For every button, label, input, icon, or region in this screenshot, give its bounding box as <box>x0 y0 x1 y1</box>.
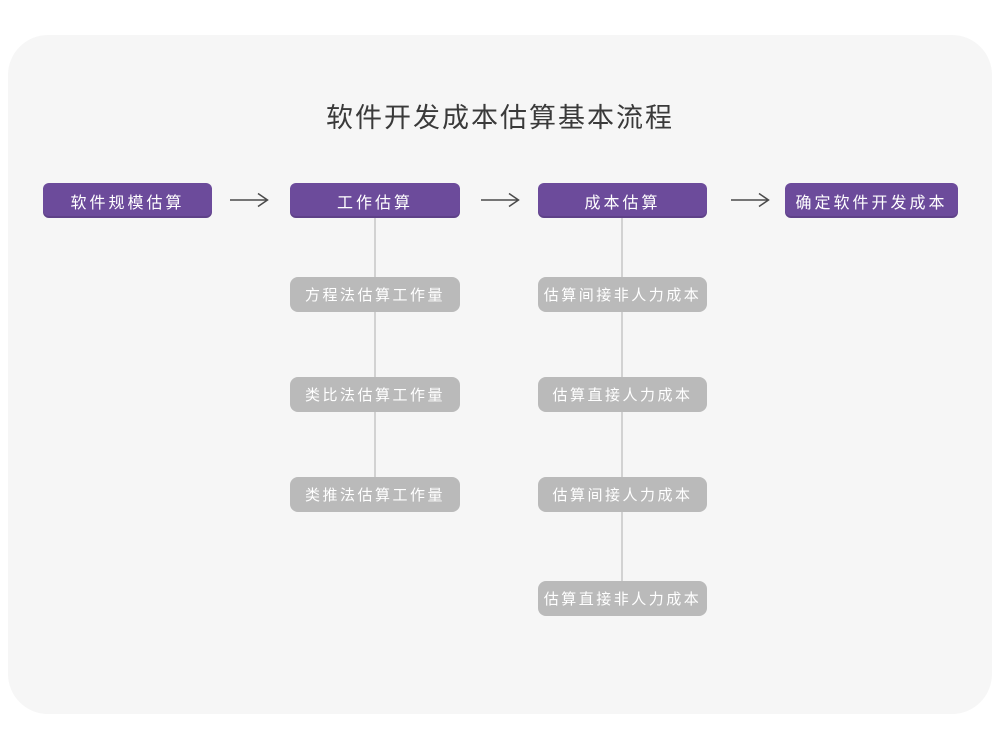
arrow-right-icon <box>230 192 269 208</box>
substep-box-analogy-method: 类比法估算工作量 <box>290 377 460 412</box>
stage-box-determine-dev-cost: 确定软件开发成本 <box>785 183 958 218</box>
substep-box-equation-method: 方程法估算工作量 <box>290 277 460 312</box>
arrow-right-icon <box>731 192 770 208</box>
flowchart-card <box>8 35 992 714</box>
page-title: 软件开发成本估算基本流程 <box>326 103 674 133</box>
substep-box-indirect-labor-cost: 估算间接人力成本 <box>538 477 707 512</box>
substep-box-extrapolation-method: 类推法估算工作量 <box>290 477 460 512</box>
arrow-right-icon <box>481 192 520 208</box>
stage-box-software-scale-estimation: 软件规模估算 <box>43 183 212 218</box>
substep-box-direct-labor-cost: 估算直接人力成本 <box>538 377 707 412</box>
stage-box-cost-estimation: 成本估算 <box>538 183 707 218</box>
substep-box-direct-nonlabor-cost: 估算直接非人力成本 <box>538 581 707 616</box>
substep-box-indirect-nonlabor-cost: 估算间接非人力成本 <box>538 277 707 312</box>
connector-line-work <box>374 218 376 495</box>
stage-box-work-estimation: 工作估算 <box>290 183 460 218</box>
